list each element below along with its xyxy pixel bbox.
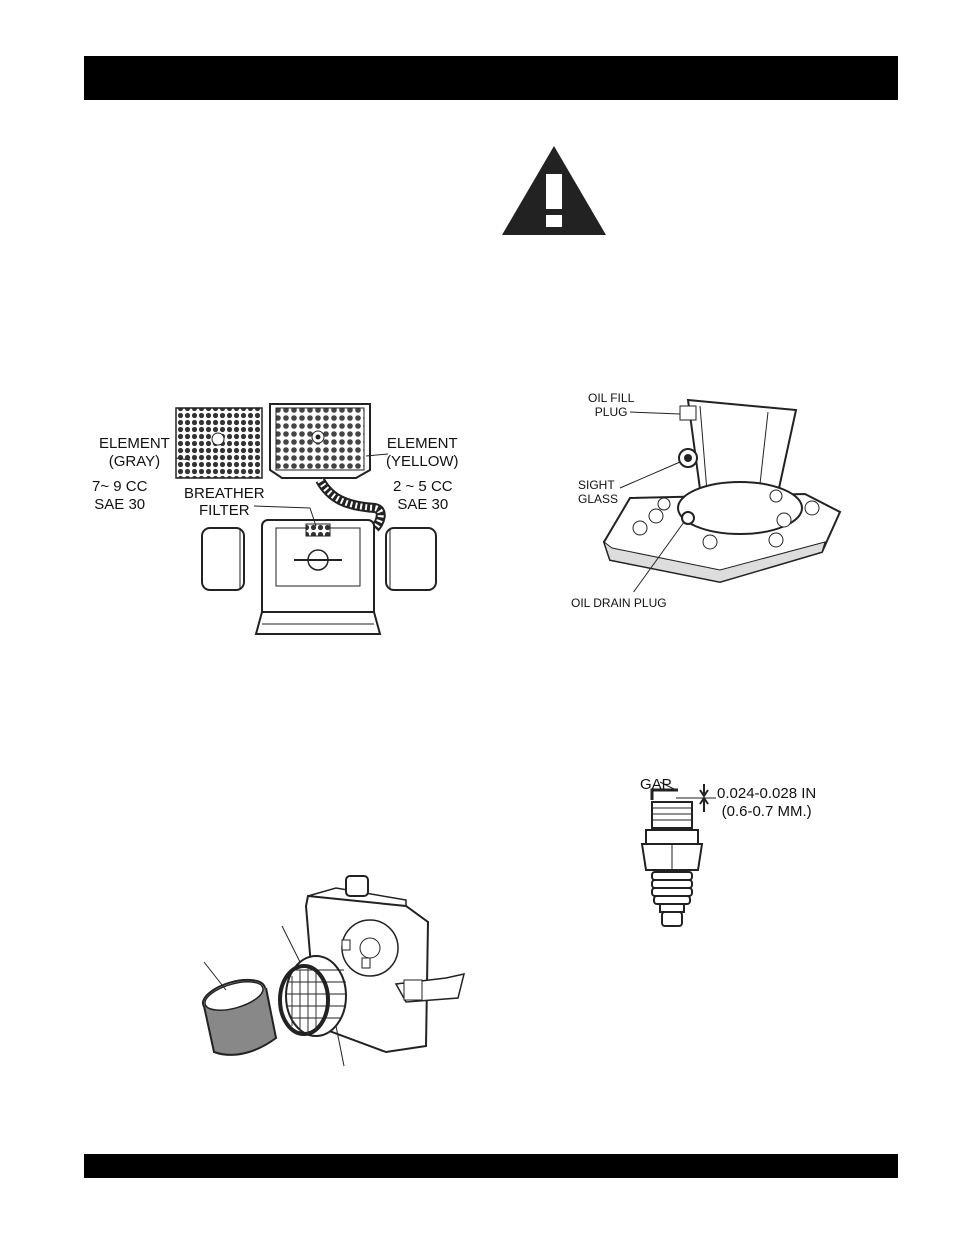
element-gray-label: ELEMENT (GRAY)	[99, 435, 170, 471]
footer-bar	[84, 1154, 898, 1178]
gap-spec: 0.024-0.028 IN (0.6-0.7 MM.)	[717, 785, 816, 821]
gap-label: GAP	[640, 776, 672, 793]
element-yellow-label: ELEMENT (YELLOW)	[386, 435, 459, 471]
breather-filter-label: BREATHER FILTER	[184, 485, 265, 519]
sight-glass-label: SIGHT GLASS	[578, 478, 618, 506]
spark-plug-illustration	[630, 780, 720, 930]
oil-fill-plug-label: OIL FILL PLUG	[588, 391, 634, 419]
warning-icon	[502, 146, 606, 236]
oil-housing-illustration	[600, 392, 850, 592]
header-bar	[84, 56, 898, 100]
air-filter-assembly-illustration	[196, 866, 466, 1072]
gray-oil-spec: 7~ 9 CC SAE 30	[92, 478, 147, 514]
yellow-oil-spec: 2 ~ 5 CC SAE 30	[393, 478, 453, 514]
oil-drain-plug-label: OIL DRAIN PLUG	[571, 596, 667, 610]
